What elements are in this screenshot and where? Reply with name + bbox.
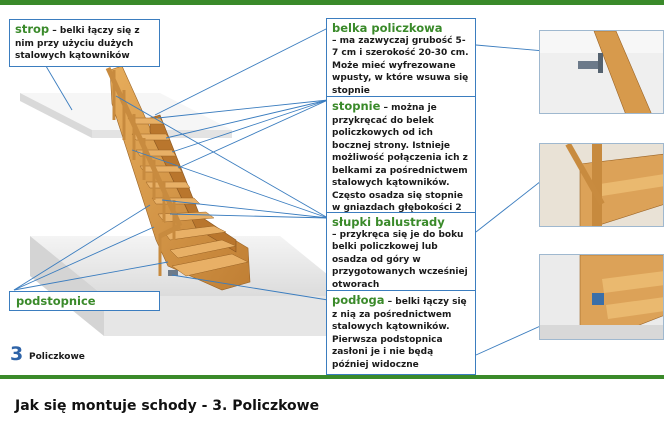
inset-baluster — [539, 143, 664, 227]
callout-podstopnice-title: podstopnice — [16, 294, 96, 308]
callout-belka-body: – ma zazwyczaj grubość 5-7 cm i szerokoś… — [332, 35, 469, 96]
callout-belka: belka policzkowa – ma zazwyczaj grubość … — [326, 18, 476, 101]
callout-slupki: słupki balustrady – przykręca się je do … — [326, 212, 476, 295]
bottom-green-rule — [0, 375, 664, 379]
figure-name: Policzkowe — [29, 352, 85, 362]
callout-belka-title: belka policzkowa — [332, 21, 443, 35]
callout-slupki-title: słupki balustrady — [332, 215, 445, 229]
callout-podloga: podłoga – belki łączy się z nią za pośre… — [326, 290, 476, 375]
callout-podstopnice: podstopnice — [9, 291, 160, 311]
callout-podloga-body: – belki łączy się z nią za pośrednictwem… — [332, 297, 467, 370]
page-caption: Jak się montuje schody - 3. Policzkowe — [15, 398, 320, 414]
inset-stringer-bracket — [539, 30, 664, 114]
callout-strop-body: – belki łączy się z nim przy użyciu duży… — [15, 26, 140, 61]
callout-strop: strop – belki łączy się z nim przy użyci… — [9, 19, 160, 67]
figure-number: 3 — [10, 343, 24, 365]
callout-slupki-body: – przykręca się je do boku belki policzk… — [332, 229, 468, 290]
callout-strop-title: strop — [15, 22, 50, 36]
stair-illustration — [13, 27, 599, 356]
leader-lines — [13, 27, 599, 356]
callout-stopnie-title: stopnie — [332, 99, 381, 113]
stair-body — [105, 65, 251, 291]
top-green-rule — [0, 0, 664, 5]
callout-podloga-title: podłoga — [332, 293, 385, 307]
inset-floor-bracket — [539, 254, 664, 340]
